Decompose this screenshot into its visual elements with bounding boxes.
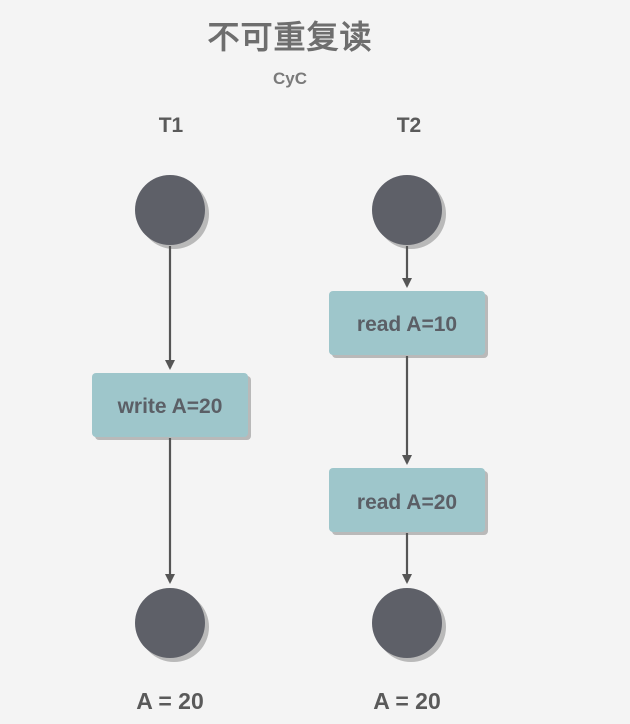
lane-t1: write A=20 xyxy=(92,175,251,662)
start-node-t1 xyxy=(135,175,205,245)
step-box-read-2 xyxy=(329,468,485,532)
lane-label-t2: T2 xyxy=(396,114,422,137)
step-box-write xyxy=(92,373,248,437)
lane-t2: read A=10 read A=20 xyxy=(329,175,488,662)
result-label-t2: A = 20 xyxy=(373,688,441,714)
step-label-read-2: read A=20 xyxy=(357,491,457,514)
step-label-write: write A=20 xyxy=(117,395,223,418)
start-node-t2 xyxy=(372,175,442,245)
end-node-t2 xyxy=(372,588,442,658)
lane-label-t1: T1 xyxy=(158,114,184,137)
diagram-title: 不可重复读 xyxy=(207,18,373,56)
diagram-subtitle: CyC xyxy=(272,69,307,88)
step-label-read-1: read A=10 xyxy=(357,313,457,336)
result-label-t1: A = 20 xyxy=(136,688,204,714)
end-node-t1 xyxy=(135,588,205,658)
step-box-read-1 xyxy=(329,291,485,355)
